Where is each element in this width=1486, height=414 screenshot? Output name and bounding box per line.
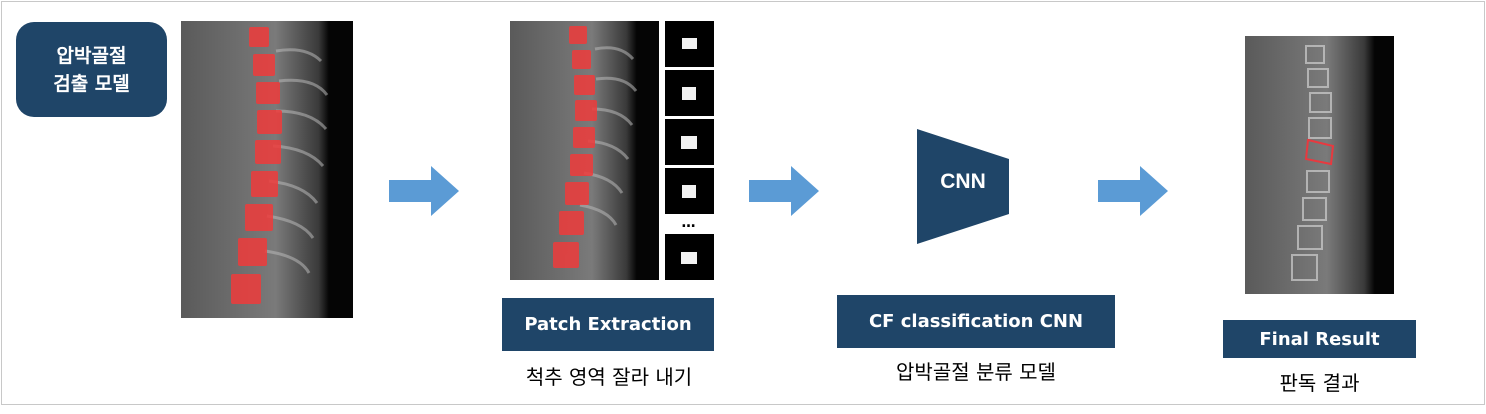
cnn-trapezoid-icon — [917, 129, 1009, 244]
patch-ellipsis: … — [681, 215, 698, 231]
patch-thumbnail — [665, 234, 714, 280]
xray-segmentation-image — [181, 21, 353, 318]
model-badge: 압박골절 검출 모델 — [16, 22, 167, 117]
xray-result-image — [1245, 36, 1394, 294]
cnn-label: CNN — [940, 170, 986, 193]
model-badge-line1: 압박골절 — [56, 44, 127, 67]
patch-thumbnail — [665, 119, 714, 165]
stage-label-final-result: Final Result — [1223, 320, 1416, 358]
diagram-frame — [1, 1, 1485, 405]
arrow-right-icon — [749, 166, 819, 216]
arrow-right-icon — [1098, 166, 1168, 216]
patch-thumbnail — [665, 168, 714, 214]
stage-label-text: CF classification CNN — [868, 311, 1084, 332]
arrow-right-icon — [389, 166, 459, 216]
stage-label-cf-classification: CF classification CNN — [837, 295, 1115, 348]
stage-label-text: Final Result — [1259, 328, 1380, 350]
patch-thumbnail — [665, 70, 714, 116]
model-badge-line2: 검출 모델 — [53, 72, 130, 95]
xray-patch-image — [510, 21, 659, 280]
stage-description-cf-classification: 압박골절 분류 모델 — [896, 360, 1056, 384]
stage-description-patch-extraction: 척추 영역 잘라 내기 — [525, 365, 693, 389]
stage-description-final-result: 판독 결과 — [1279, 371, 1360, 395]
stage-label-patch-extraction: Patch Extraction — [502, 298, 714, 351]
patch-thumbnail — [665, 21, 714, 67]
stage-label-text: Patch Extraction — [524, 314, 692, 335]
